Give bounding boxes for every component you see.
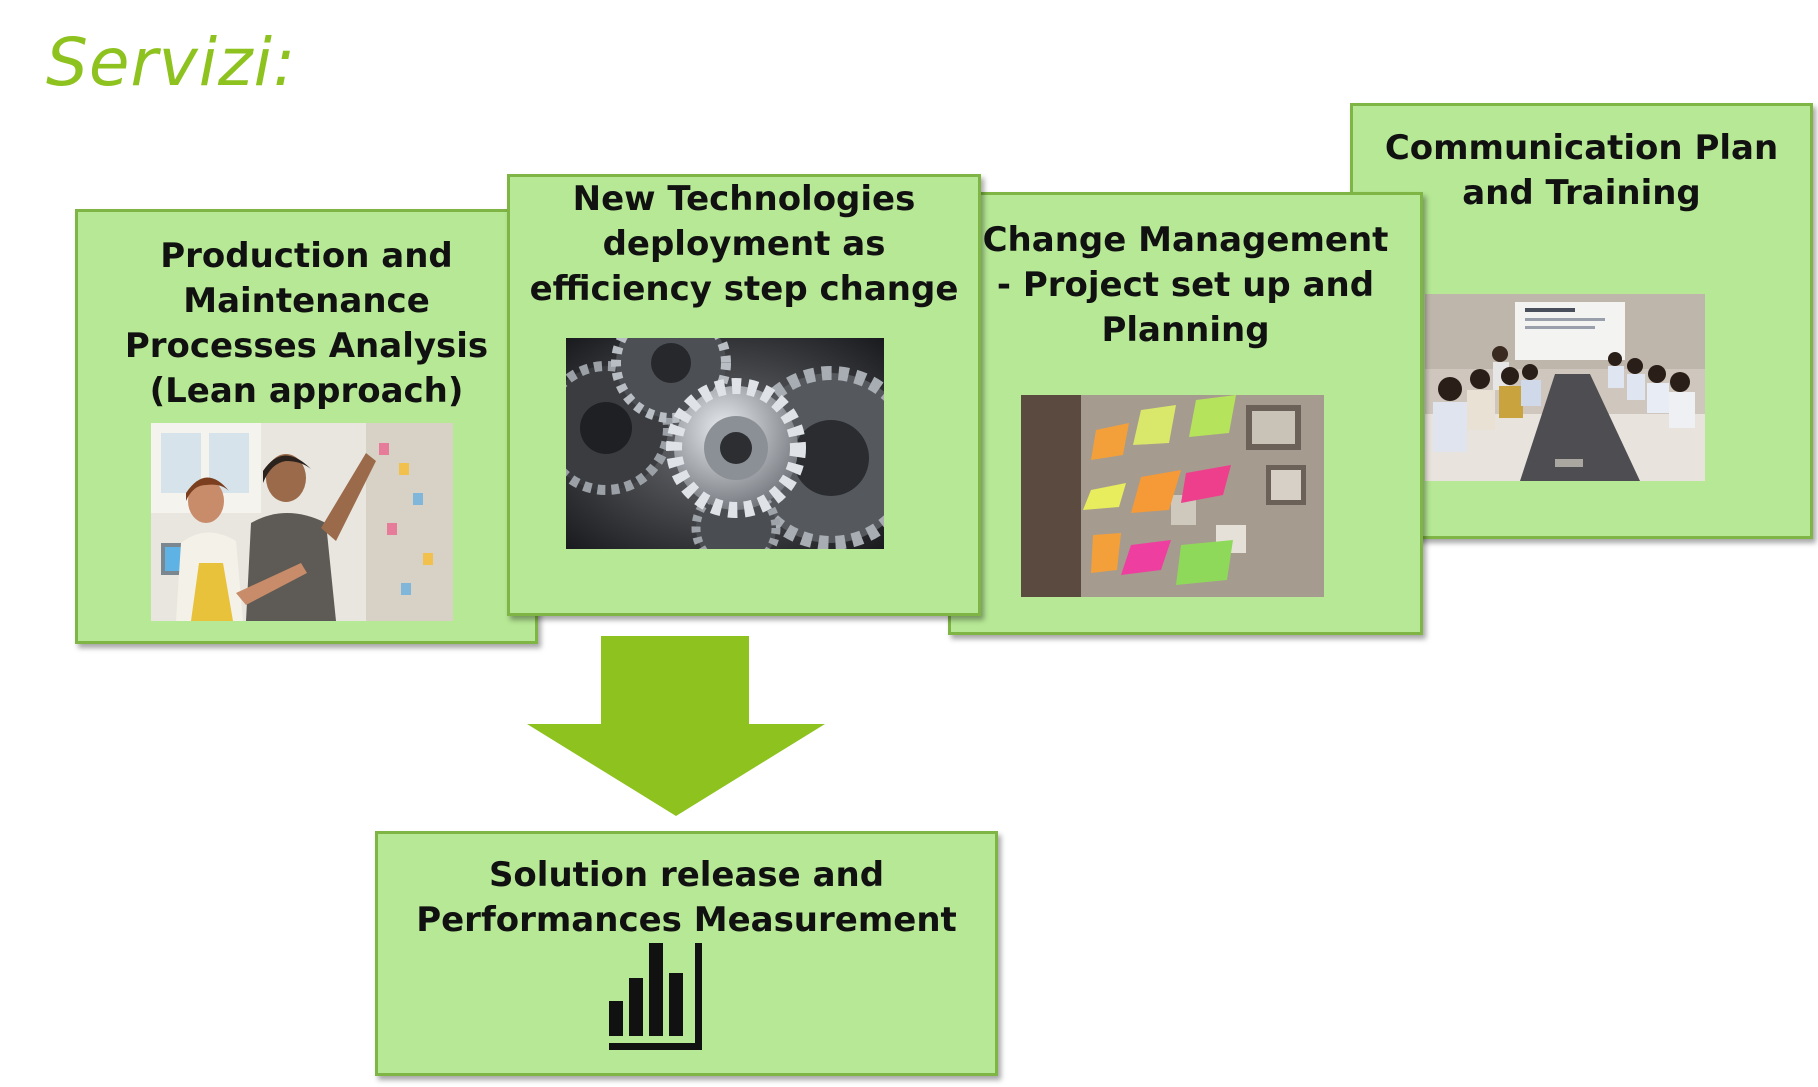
card-communication-training: Communication Plan and Training — [1350, 103, 1813, 539]
sticky-notes-photo — [1021, 395, 1324, 597]
card-production-maintenance: Production and Maintenance Processes Ana… — [75, 209, 538, 644]
card-label: New Technologies deployment as efficienc… — [529, 179, 959, 309]
card-label: Communication Plan and Training — [1384, 128, 1779, 213]
bar-chart-icon — [607, 943, 714, 1050]
people-at-board-photo — [151, 423, 453, 621]
card-solution-release: Solution release and Performances Measur… — [375, 831, 998, 1076]
card-label: Change Management - Project set up and P… — [982, 220, 1389, 350]
slide-title: Servizi: — [46, 24, 297, 101]
card-new-technologies: New Technologies deployment as efficienc… — [507, 174, 981, 616]
meeting-room-photo — [1425, 294, 1705, 481]
card-label: Solution release and Performances Measur… — [416, 855, 957, 940]
card-label: Production and Maintenance Processes Ana… — [124, 236, 489, 411]
card-change-management: Change Management - Project set up and P… — [948, 192, 1423, 635]
down-arrow-icon — [527, 636, 825, 816]
gears-photo — [566, 338, 884, 549]
